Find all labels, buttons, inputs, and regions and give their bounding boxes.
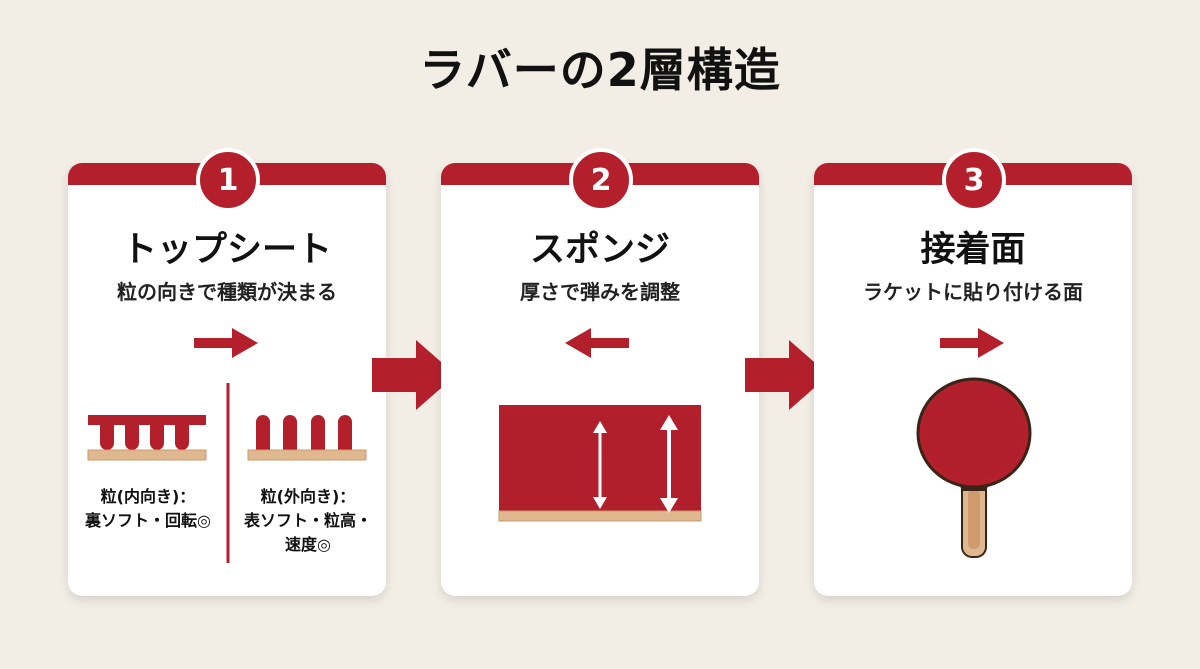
card-top-sheet: トップシート 粒の向きで種類が決まる: [68, 163, 386, 596]
inverted-pimples-diagram: [87, 415, 207, 461]
card-title: 接着面: [920, 230, 1026, 270]
card-adhesive: 接着面 ラケットに貼り付ける面: [814, 163, 1132, 596]
page-title: ラバーの2層構造: [419, 43, 781, 97]
card-title: スポンジ: [529, 230, 670, 270]
step-number-badge: 2: [569, 148, 633, 212]
thickness-arrow-small-icon: [593, 421, 607, 509]
card-subtitle: 厚さで弾みを調整: [520, 280, 680, 304]
card-subtitle: ラケットに貼り付ける面: [863, 280, 1083, 304]
step-number-badge: 1: [196, 148, 260, 212]
card-title: トップシート: [121, 230, 332, 270]
caption-inverted: 粒(内向き)： 裏ソフト・回転◎: [85, 487, 211, 530]
arrow-right-icon: [194, 328, 258, 358]
racket-icon: [916, 377, 1032, 558]
flow-arrow-icon: [372, 340, 456, 410]
arrow-right-icon: [940, 328, 1004, 358]
step-number-badge: 3: [942, 148, 1006, 212]
outward-pimples-diagram: [247, 415, 367, 461]
card-subtitle: 粒の向きで種類が決まる: [117, 280, 337, 304]
card-sponge: スポンジ 厚さで弾みを調整: [441, 163, 759, 596]
pimple-illustration: [87, 383, 367, 563]
flow-arrow-icon: [745, 340, 829, 410]
thickness-arrow-large-icon: [660, 415, 678, 513]
arrow-left-icon: [565, 328, 629, 358]
caption-outward: 粒(外向き)： 表ソフト・粒高・ 速度◎: [243, 487, 372, 554]
sponge-illustration: [498, 405, 702, 522]
